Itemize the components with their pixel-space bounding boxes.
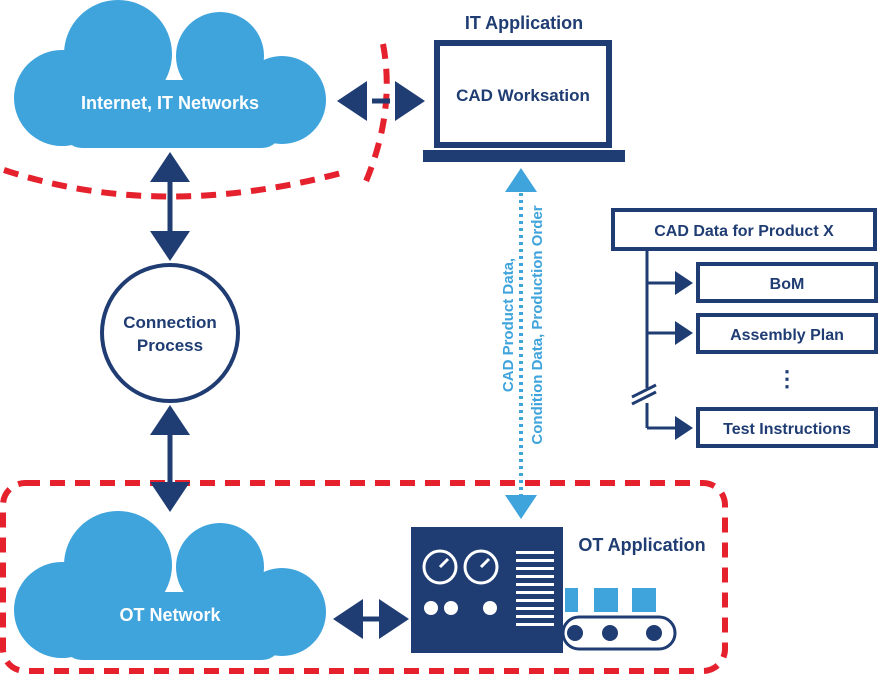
cad-data-root-box [611,208,877,251]
tree-item-test-instructions-label: Test Instructions [723,421,851,438]
ot-boundary [0,480,728,674]
tree-connector [631,249,657,428]
tree-item-test-instructions-box [696,407,878,448]
tree-item-bom-box [696,262,878,303]
internet-cloud-label: Internet, IT Networks [81,93,259,113]
cad-workstation-label: CAD Worksation [456,86,590,105]
control-cabinet-icon [411,527,563,653]
tree-item-assembly-plan-label: Assembly Plan [730,327,844,344]
connection-process-circle [100,263,240,403]
connection-process-label-line1: Connection [123,313,217,332]
connection-process-label-line2: Process [137,336,203,355]
data-link-label-line1: CAD Product Data, [500,258,517,392]
data-link-label-line2: Condition Data, Production Order [529,205,546,444]
laptop-icon [423,40,625,162]
it-boundary-vertical [361,43,390,188]
ot-network-cloud [14,511,326,660]
ot-application-title: OT Application [578,535,705,555]
tree-ellipsis: ⋮ [776,366,798,391]
cad-data-root-label: CAD Data for Product X [654,223,834,240]
conveyor-belt-icon [561,588,677,651]
ot-network-cloud-label: OT Network [119,605,221,625]
tree-item-bom-label: BoM [770,276,805,293]
it-application-title: IT Application [465,13,583,33]
it-boundary-arc [3,167,346,200]
internet-cloud [14,0,326,148]
tree-item-assembly-plan-box [696,313,878,354]
